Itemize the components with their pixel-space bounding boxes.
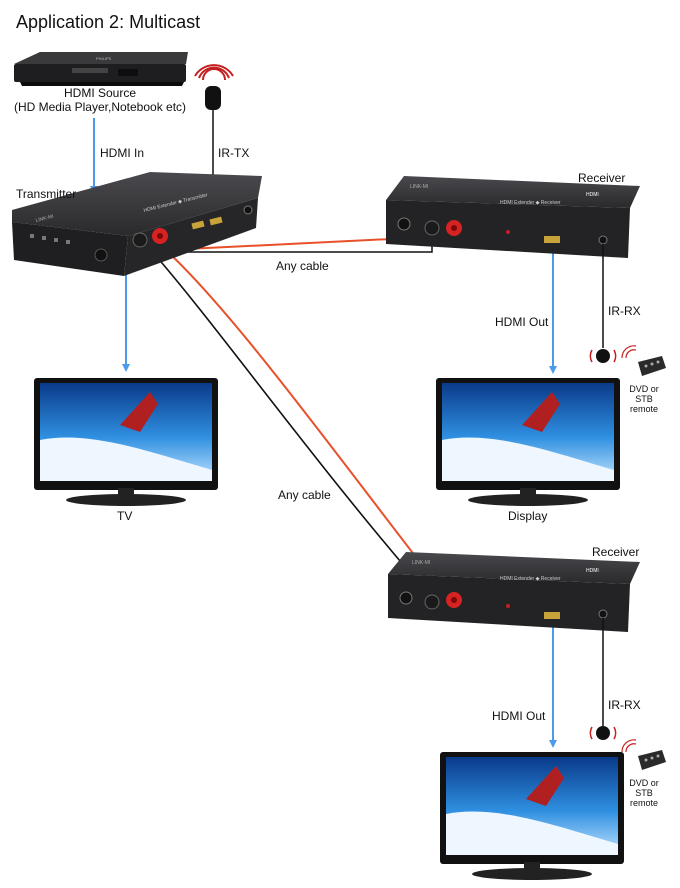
tv-label: TV [117,509,133,523]
page-title: Application 2: Multicast [16,12,201,32]
remote-control-2-icon [621,739,666,770]
tv-screen-icon [34,378,218,506]
remote-label-2-line1: DVD or [629,778,659,788]
remote-label-1-line2: STB [635,394,653,404]
hdmi-out-label-2: HDMI Out [492,709,546,723]
hdmi-in-arrow [90,118,98,194]
receiver-2-label: Receiver [592,545,640,559]
hdmi-out-arrow-2 [549,624,557,748]
hdmi-out-label-1: HDMI Out [495,315,549,329]
svg-text:PHILIPS: PHILIPS [96,56,112,61]
ir-tx-label: IR-TX [218,146,250,160]
ir-rx-label-2: IR-RX [608,698,641,712]
svg-text:LINK-MI: LINK-MI [412,560,430,566]
source-label-line1: HDMI Source [63,86,137,100]
source-label-line2: (HD Media Player,Notebook etc) [13,100,187,114]
any-cable-label-2: Any cable [278,488,331,502]
ir-rx-label-1: IR-RX [608,304,641,318]
display-screen-icon [436,378,620,506]
hdmi-out-arrow-1 [549,250,557,374]
svg-text:HDMI Extender ◆ Receiver: HDMI Extender ◆ Receiver [500,576,561,582]
remote-control-1-icon [621,345,666,376]
cable-to-receiver-2 [155,251,447,597]
receiver-2-device: LINK-MI HDMI Extender ◆ Receiver HDMI [388,552,640,632]
receiver-1-device: LINK-MI HDMI Extender ◆ Receiver HDMI [386,176,640,258]
hdmi-source-player-icon: PHILIPS [14,52,188,86]
receiver-1-label: Receiver [578,171,626,185]
svg-text:HDMI: HDMI [586,192,599,198]
svg-text:LINK-MI: LINK-MI [35,214,54,224]
ir-tx-emitter-icon [194,64,234,190]
display-label: Display [508,509,548,523]
any-cable-label-1: Any cable [276,259,329,273]
remote-label-2: DVD or STB remote [624,778,664,808]
svg-text:LINK-MI: LINK-MI [410,184,428,190]
svg-text:HDMI Extender ◆ Receiver: HDMI Extender ◆ Receiver [500,200,561,206]
svg-text:HDMI: HDMI [586,568,599,574]
remote-label-1: DVD or STB remote [624,384,664,414]
remote-label-2-line3: remote [629,798,658,808]
tv-hdmi-arrow [122,270,130,372]
ir-rx-sensor-2-icon [589,618,617,740]
remote-label-1-line1: DVD or [629,384,659,394]
ir-rx-sensor-1-icon [589,244,617,363]
transmitter-label: Transmitter [16,187,77,201]
source-label: HDMI Source (HD Media Player,Notebook et… [0,86,200,114]
remote-label-1-line3: remote [629,404,658,414]
remote-label-2-line2: STB [635,788,653,798]
display-2-screen-icon [440,752,624,880]
hdmi-in-label: HDMI In [100,146,145,160]
transmitter-device: LINK-MI HDMI Extender ◆ Transmitter [12,172,262,276]
